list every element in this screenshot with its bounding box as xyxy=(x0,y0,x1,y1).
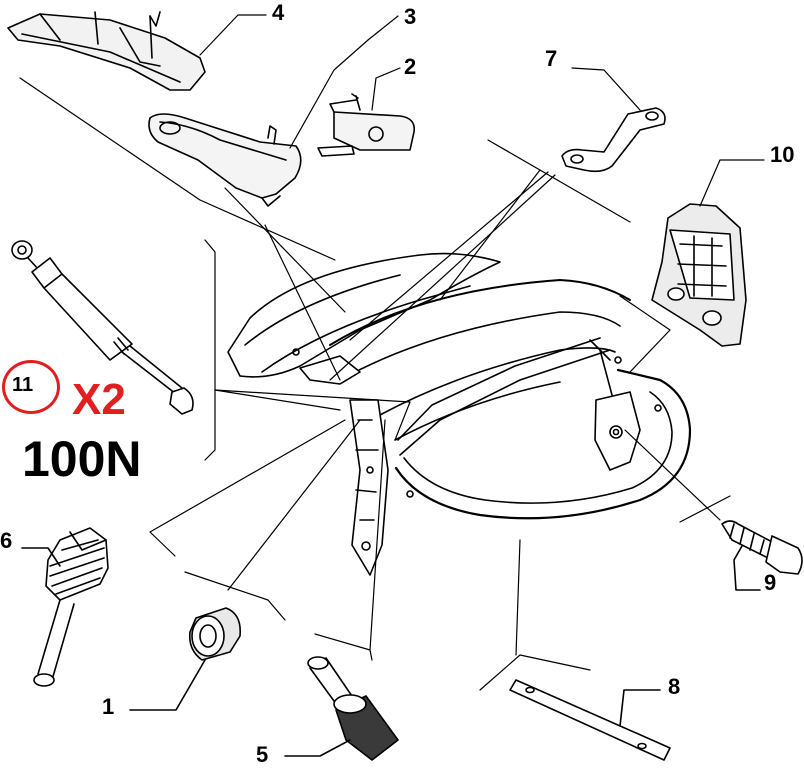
part-11-gas-strut xyxy=(11,240,194,415)
part-10-gusset xyxy=(651,203,747,347)
force-rating-label: 100N xyxy=(22,431,142,487)
part-1-bushing xyxy=(129,607,242,711)
part-11-highlight-circle xyxy=(2,360,60,414)
part-3-hinge-cover xyxy=(148,113,302,207)
callout-1: 1 xyxy=(102,694,115,719)
callout-9: 9 xyxy=(764,570,777,595)
part-5-bumper xyxy=(284,656,399,761)
part-6-boot-pin xyxy=(21,527,109,687)
callout-7: 7 xyxy=(545,46,558,71)
part-7-link-plate xyxy=(561,107,666,173)
part-9-bolt xyxy=(721,520,803,591)
callout-11: 11 xyxy=(12,374,34,396)
callout-5: 5 xyxy=(256,742,269,767)
top-frame-assembly xyxy=(227,252,692,576)
part-8-strap xyxy=(509,679,671,761)
callout-4: 4 xyxy=(272,0,285,25)
part-4-trim-cover xyxy=(7,11,206,91)
callout-8: 8 xyxy=(668,674,681,699)
callout-10: 10 xyxy=(770,142,795,167)
leader-lines xyxy=(19,77,731,691)
quantity-label: X2 xyxy=(72,375,126,424)
callout-3: 3 xyxy=(404,4,417,29)
callout-2: 2 xyxy=(404,54,417,79)
callout-leaders xyxy=(199,14,765,207)
callout-6: 6 xyxy=(0,528,13,553)
part-2-bracket xyxy=(317,93,416,157)
